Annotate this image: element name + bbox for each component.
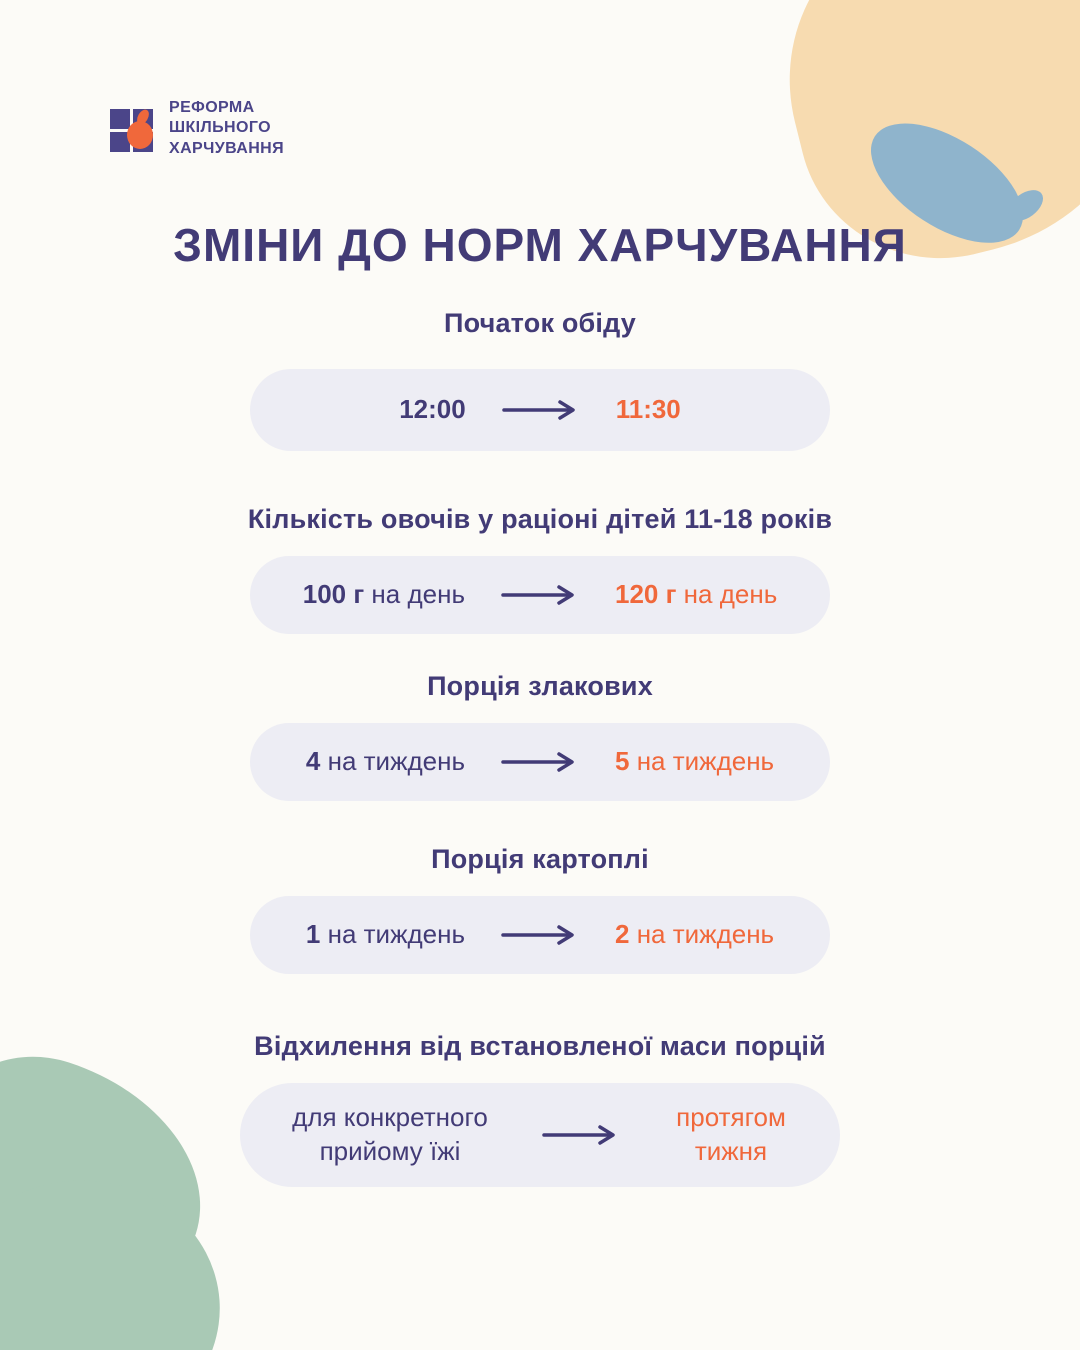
old-value: для конкретного прийому їжі: [274, 1101, 506, 1169]
section-portion-deviation: Відхилення від встановленої маси порцій …: [0, 1031, 1080, 1187]
old-value-strong: 4: [305, 746, 321, 777]
new-value-rest: на день: [676, 579, 778, 610]
new-value-strong: 11:30: [615, 394, 681, 425]
old-value-strong: 12:00: [399, 394, 466, 425]
new-value-strong: 2: [615, 919, 630, 950]
old-value-strong: 1: [305, 919, 321, 950]
change-pill: для конкретного прийому їжі протягом тиж…: [240, 1083, 840, 1187]
new-value-rest: протягом тижня: [676, 1102, 794, 1166]
section-title: Кількість овочів у раціоні дітей 11-18 р…: [247, 504, 833, 534]
new-value: протягом тижня: [656, 1101, 806, 1169]
section-potatoes: Порція картоплі 1 на тиждень 2 на тижден…: [0, 844, 1080, 974]
old-value-rest: на тиждень: [320, 919, 465, 950]
new-value-strong: 120 г: [615, 579, 677, 610]
logo-line-3: ХАРЧУВАННЯ: [169, 139, 285, 157]
old-value-rest: для конкретного прийому їжі: [292, 1102, 496, 1166]
section-title: Відхилення від встановленої маси порцій: [254, 1031, 826, 1061]
logo-text: РЕФОРМА ШКІЛЬНОГО ХАРЧУВАННЯ: [169, 98, 284, 159]
arrow-icon: [501, 400, 575, 420]
logo-icon: [110, 108, 153, 152]
new-value-strong: 5: [615, 746, 630, 777]
new-value: 5 на тиждень: [615, 745, 774, 779]
section-grains: Порція злакових 4 на тиждень 5 на тижден…: [0, 671, 1080, 801]
old-value: 100 г на день: [303, 578, 465, 612]
logo-line-2: ШКІЛЬНОГО: [169, 119, 271, 137]
new-value: 120 г на день: [615, 578, 777, 612]
section-lunch-start: Початок обіду 12:00 11:30: [0, 308, 1080, 451]
old-value: 12:00: [399, 393, 466, 427]
new-value: 11:30: [616, 393, 681, 427]
old-value: 4 на тиждень: [306, 745, 465, 779]
change-pill: 1 на тиждень 2 на тиждень: [250, 896, 830, 974]
change-pill: 4 на тиждень 5 на тиждень: [250, 723, 830, 801]
arrow-icon: [501, 585, 574, 605]
arrow-icon: [501, 752, 574, 772]
new-value-rest: на тиждень: [629, 919, 775, 950]
section-title: Порція злакових: [427, 671, 653, 701]
section-title: Порція картоплі: [431, 844, 649, 874]
old-value-rest: на тиждень: [320, 746, 465, 777]
section-vegetables: Кількість овочів у раціоні дітей 11-18 р…: [0, 504, 1080, 634]
logo: РЕФОРМА ШКІЛЬНОГО ХАРЧУВАННЯ: [110, 98, 284, 159]
change-pill: 12:00 11:30: [250, 369, 830, 451]
arrow-icon: [501, 925, 574, 945]
old-value-strong: 100 г: [302, 579, 365, 610]
logo-line-1: РЕФОРМА: [169, 99, 255, 116]
old-value: 1 на тиждень: [306, 918, 465, 952]
section-title: Початок обіду: [443, 308, 637, 338]
new-value-rest: на тиждень: [629, 746, 775, 777]
arrow-icon: [542, 1125, 615, 1145]
page-title: ЗМІНИ ДО НОРМ ХАРЧУВАННЯ: [173, 219, 907, 271]
new-value: 2 на тиждень: [615, 918, 774, 952]
decor-green-blob: [0, 1161, 237, 1350]
old-value-rest: на день: [364, 579, 465, 610]
change-pill: 100 г на день 120 г на день: [250, 556, 830, 634]
